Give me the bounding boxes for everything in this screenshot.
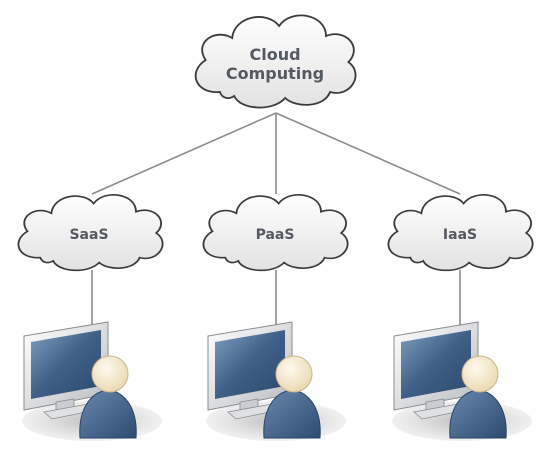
connectors: [91, 112, 461, 326]
person-head: [461, 355, 499, 393]
person-head: [91, 355, 129, 393]
connector-root-saas: [91, 112, 277, 195]
service-label-paas: PaaS: [256, 227, 295, 243]
computer-user-icon: [392, 321, 532, 441]
service-label-saas: SaaS: [69, 227, 108, 243]
computer-user-icon: [206, 321, 346, 441]
monitor-screen: [401, 330, 471, 399]
root-cloud-label-line2: Computing: [226, 64, 324, 83]
root-cloud-label-line1: Cloud: [249, 45, 300, 64]
service-label-iaas: IaaS: [443, 227, 477, 243]
monitor-screen: [215, 330, 285, 399]
person-head: [275, 355, 313, 393]
computer-user-icon: [22, 321, 162, 441]
monitor-screen: [31, 330, 101, 399]
connector-root-iaas: [275, 112, 461, 195]
